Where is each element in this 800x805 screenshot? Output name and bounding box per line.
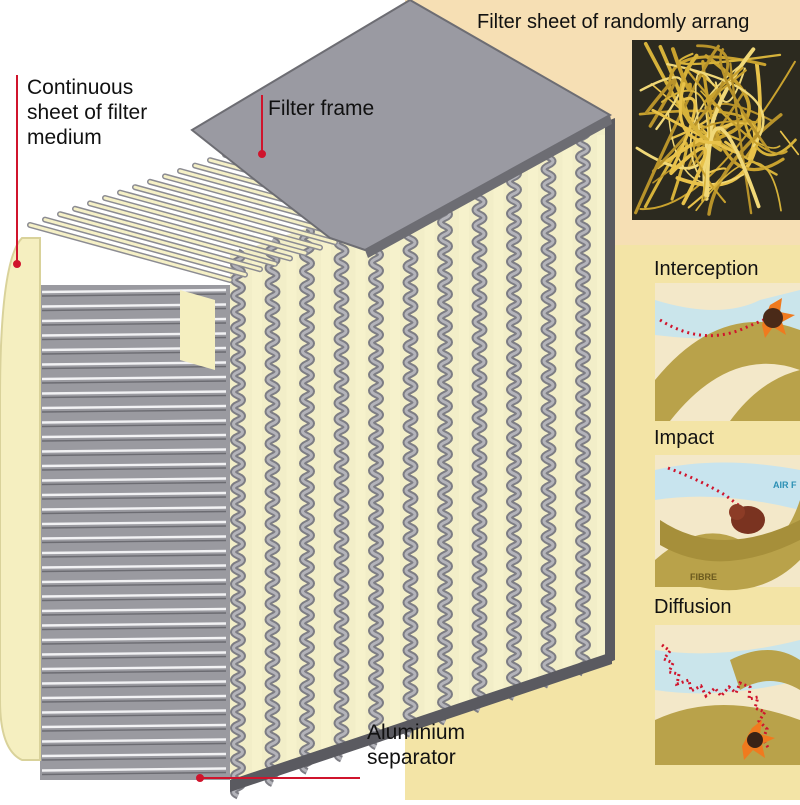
filter-sheet-label: Filter sheet of randomly arrang [477, 11, 750, 33]
diffusion-panel [655, 625, 800, 765]
side-face [40, 285, 230, 780]
air-flow-label: AIR F [773, 480, 797, 490]
frame-edge [605, 118, 615, 664]
filter-frame-label: Filter frame [268, 97, 375, 120]
media-end-cap [0, 237, 41, 761]
fibre-label: FIBRE [690, 572, 717, 582]
interception-title: Interception [654, 258, 759, 280]
filter-body [0, 0, 615, 800]
diffusion-title: Diffusion [654, 596, 732, 618]
continuous-sheet-label: Continuous sheet of filter medium [27, 76, 148, 149]
particle [747, 732, 763, 748]
particle [763, 308, 783, 328]
aluminium-separator-label: Aluminium separator [367, 721, 466, 769]
impact-panel: AIR F FIBRE [655, 455, 800, 591]
fibre-micrograph [632, 40, 800, 220]
pointer-lines [13, 75, 360, 782]
interception-panel [655, 283, 800, 421]
impact-title: Impact [654, 427, 715, 449]
frame-bottom [230, 652, 612, 792]
